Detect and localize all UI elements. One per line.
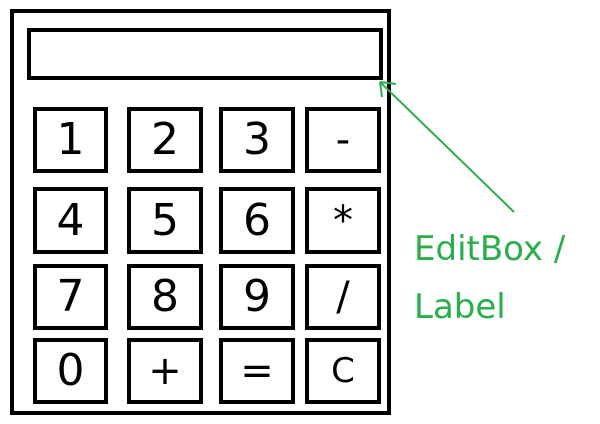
key-4[interactable]: 4	[33, 187, 108, 254]
annotation-line-1: EditBox /	[414, 229, 566, 269]
key-3[interactable]: 3	[219, 107, 295, 173]
key-7[interactable]: 7	[33, 264, 108, 330]
key-5[interactable]: 5	[127, 187, 203, 254]
key-6[interactable]: 6	[219, 187, 295, 254]
key-9[interactable]: 9	[219, 264, 295, 330]
key-clear[interactable]: C	[305, 338, 381, 404]
key-2[interactable]: 2	[127, 107, 203, 173]
display-editbox[interactable]	[27, 28, 383, 80]
key-divide[interactable]: /	[305, 264, 381, 330]
annotation-label: EditBox / Label	[414, 220, 565, 336]
key-equals[interactable]: =	[219, 338, 295, 404]
key-minus[interactable]: -	[305, 107, 381, 173]
annotation-line-2: Label	[414, 287, 506, 327]
key-0[interactable]: 0	[33, 338, 108, 404]
key-plus[interactable]: +	[127, 338, 203, 404]
key-8[interactable]: 8	[127, 264, 203, 330]
key-multiply[interactable]: *	[305, 187, 381, 254]
key-1[interactable]: 1	[33, 107, 108, 173]
